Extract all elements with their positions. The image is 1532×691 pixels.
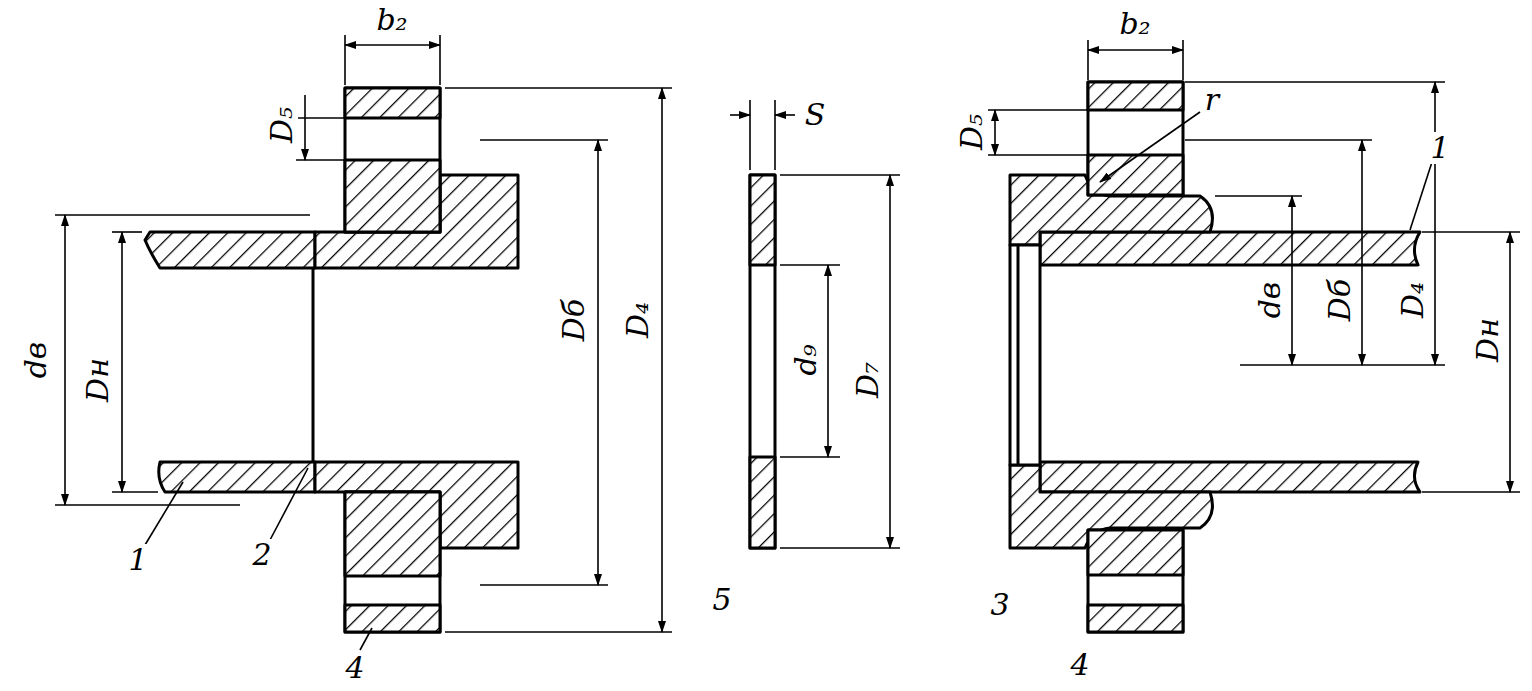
- dimension-label: dв: [20, 339, 52, 382]
- dimension-label: dв: [1254, 279, 1286, 322]
- callout-number: 5: [709, 584, 734, 616]
- callout-number: 4: [342, 652, 367, 684]
- callout-number: 3: [987, 589, 1012, 621]
- dimension-label: D₇: [852, 359, 884, 401]
- callout-number: 2: [249, 539, 274, 571]
- dimension-label: D₄: [622, 299, 654, 341]
- dimension-label: b₂: [373, 4, 410, 36]
- dimension-label: Dб: [558, 296, 590, 344]
- callout-number: 1: [125, 544, 150, 576]
- callout-number: 4: [1067, 649, 1092, 681]
- dimension-label: d₉: [790, 341, 822, 378]
- dimension-label: S: [802, 99, 829, 131]
- dimension-label: D₅: [266, 104, 298, 146]
- dimension-label: D₄: [1397, 279, 1429, 321]
- dimension-label: D₅: [956, 111, 988, 153]
- dimension-label: Dб: [1324, 276, 1356, 324]
- dimension-label: Dн: [82, 355, 114, 405]
- dimension-label: Dн: [1472, 315, 1504, 365]
- dimension-label: r: [1202, 84, 1222, 116]
- callout-number: 1: [1427, 132, 1452, 164]
- dimension-label: b₂: [1116, 8, 1153, 40]
